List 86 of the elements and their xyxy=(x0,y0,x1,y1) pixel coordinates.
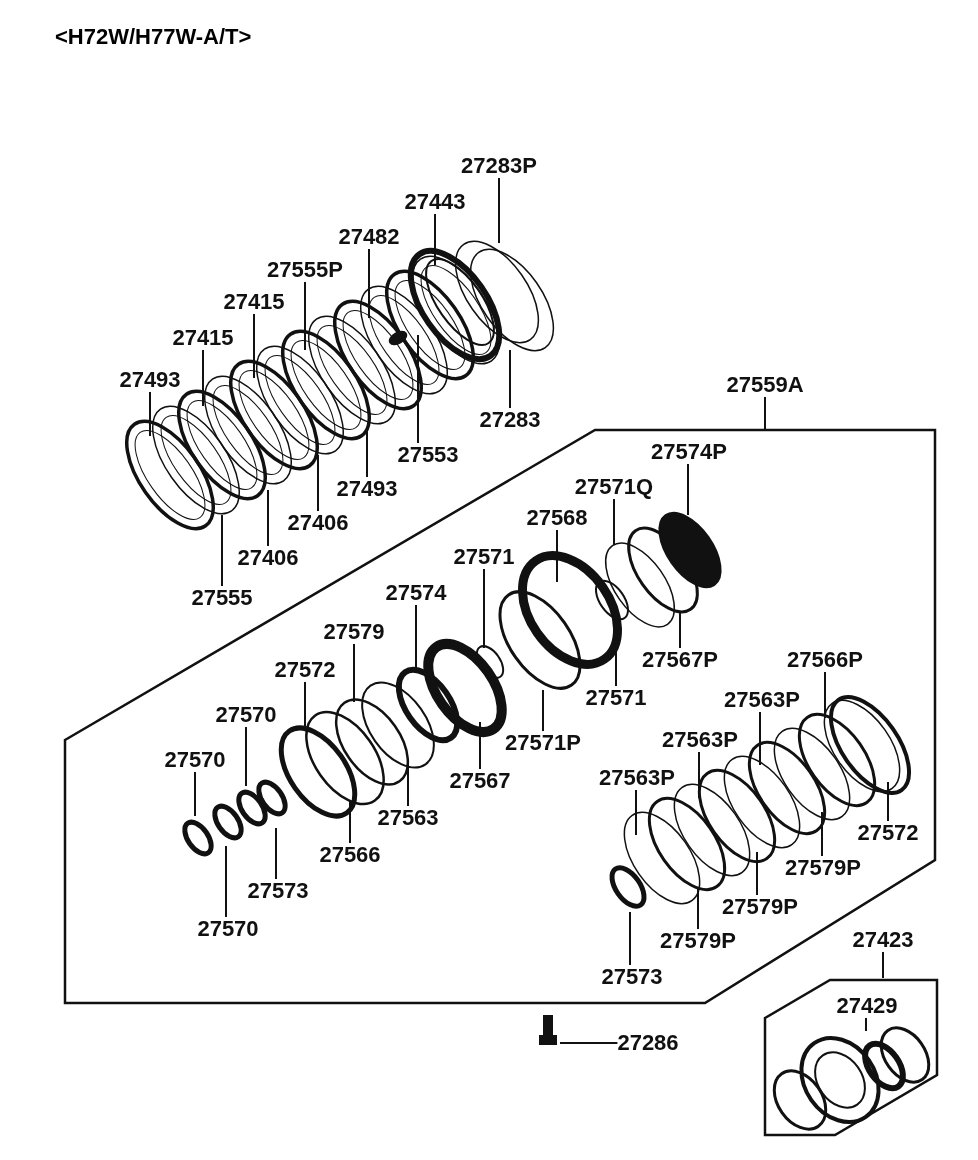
leader-line xyxy=(824,671,826,719)
diagram-title: <H72W/H77W-A/T> xyxy=(55,24,252,50)
callout-number: 27415 xyxy=(223,290,285,314)
callout-number: 27563P xyxy=(599,766,675,790)
leader-line xyxy=(202,349,204,407)
callout-number: 27571Q xyxy=(574,475,654,499)
callout-number: 27571 xyxy=(585,686,647,710)
assembly-outline xyxy=(765,978,937,1138)
leader-line xyxy=(366,429,368,478)
leader-line xyxy=(407,761,409,807)
callout-number: 27482 xyxy=(338,225,400,249)
leader-line xyxy=(349,799,351,844)
leader-line xyxy=(882,951,884,979)
leader-line xyxy=(221,514,223,587)
callout-number: 27566 xyxy=(319,843,381,867)
callout-number: 27406 xyxy=(237,546,299,570)
leader-line xyxy=(275,827,277,880)
leader-line xyxy=(149,391,151,437)
leader-line xyxy=(368,248,370,319)
leader-line xyxy=(267,489,269,547)
callout-number: 27572 xyxy=(857,821,919,845)
callout-number: 27574P xyxy=(651,440,727,464)
leader-line xyxy=(434,213,436,266)
leader-line xyxy=(253,313,255,379)
callout-number: 27570 xyxy=(164,748,226,772)
callout-number: 27406 xyxy=(287,511,349,535)
leader-line xyxy=(483,568,485,649)
leader-line xyxy=(225,845,227,918)
leader-line xyxy=(759,711,761,766)
leader-line xyxy=(415,604,417,669)
callout-number: 27568 xyxy=(526,506,588,530)
callout-number: 27563P xyxy=(724,688,800,712)
callout-number: 27493 xyxy=(119,368,181,392)
callout-number: 27574 xyxy=(385,581,447,605)
leader-line xyxy=(417,334,419,444)
leader-line xyxy=(479,721,481,770)
callout-number: 27559A xyxy=(726,373,804,397)
callout-number: 27555P xyxy=(267,258,343,282)
callout-number: 27493 xyxy=(336,477,398,501)
leader-line xyxy=(887,781,889,822)
callout-number: 27579P xyxy=(660,929,736,953)
leader-line xyxy=(687,463,689,516)
callout-number: 27567 xyxy=(449,769,511,793)
leader-line xyxy=(865,1017,867,1032)
callout-number: 27415 xyxy=(172,326,234,350)
callout-number: 27579P xyxy=(785,856,861,880)
callout-number: 27429 xyxy=(836,994,898,1018)
callout-number: 27571P xyxy=(505,731,581,755)
leader-line xyxy=(756,851,758,896)
leader-line xyxy=(635,789,637,836)
leader-line xyxy=(613,498,615,546)
leader-line xyxy=(556,529,558,583)
leader-line xyxy=(559,1042,619,1044)
callout-number: 27572 xyxy=(274,658,336,682)
callout-number: 27286 xyxy=(617,1031,679,1055)
leader-line xyxy=(245,726,247,787)
callout-number: 27567P xyxy=(642,648,718,672)
leader-line xyxy=(194,771,196,817)
leader-line xyxy=(542,689,544,732)
leader-line xyxy=(509,349,511,409)
callout-number: 27566P xyxy=(787,648,863,672)
callout-number: 27553 xyxy=(397,443,459,467)
callout-number: 27563 xyxy=(377,806,439,830)
callout-number: 27579 xyxy=(323,620,385,644)
callout-number: 27283P xyxy=(461,154,537,178)
callout-number: 27573 xyxy=(601,965,663,989)
callout-number: 27563P xyxy=(662,728,738,752)
callout-number: 27571 xyxy=(453,545,515,569)
leader-line xyxy=(679,611,681,649)
callout-number: 27570 xyxy=(215,703,277,727)
callout-number: 27579P xyxy=(722,895,798,919)
leader-line xyxy=(629,911,631,966)
leader-line xyxy=(498,177,500,244)
callout-number: 27443 xyxy=(404,190,466,214)
leader-line xyxy=(353,643,355,703)
leader-line xyxy=(698,751,700,799)
leader-line xyxy=(821,811,823,857)
leader-line xyxy=(304,281,306,351)
leader-line xyxy=(317,454,319,512)
callout-number: 27423 xyxy=(852,928,914,952)
callout-number: 27573 xyxy=(247,879,309,903)
callout-number: 27555 xyxy=(191,586,253,610)
callout-number: 27570 xyxy=(197,917,259,941)
leader-line xyxy=(764,396,766,431)
leader-line xyxy=(697,887,699,930)
callout-number: 27283 xyxy=(479,408,541,432)
